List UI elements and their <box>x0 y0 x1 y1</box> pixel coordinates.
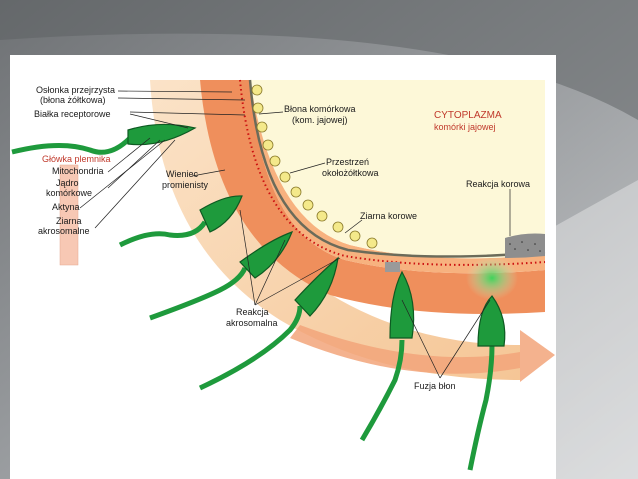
release-dots <box>509 241 541 252</box>
label-aktyna: Aktyna <box>52 202 80 212</box>
label-blona-1: Błona komórkowa <box>284 104 356 114</box>
label-oslonka-2: (błona żółtkowa) <box>40 95 106 105</box>
label-cytoplazma-2: komórki jajowej <box>434 122 496 132</box>
membrane-receptor-dots <box>239 79 546 266</box>
label-wieniec-2: promienisty <box>162 180 209 190</box>
label-ziarna-akro-2: akrosomalne <box>38 226 90 236</box>
label-reakcja-akro-1: Reakcja <box>236 307 269 317</box>
sperm-head-legend-box <box>59 164 79 266</box>
egg-membrane <box>248 79 546 258</box>
granule-release-1 <box>385 262 400 272</box>
label-jadro-2: komórkowe <box>46 188 92 198</box>
label-blona-2: (kom. jajowej) <box>292 115 348 125</box>
granule-release-2 <box>505 233 545 258</box>
cortical-reaction-glow <box>466 256 518 300</box>
label-oslonka-1: Osłonka przejrzysta <box>36 85 115 95</box>
label-jadro-1: Jądro <box>56 178 79 188</box>
sperm-cells <box>11 123 506 471</box>
label-fuzja: Fuzja błon <box>414 381 456 391</box>
label-mitochondria: Mitochondria <box>52 166 104 176</box>
label-reakcja-korowa: Reakcja korowa <box>466 179 530 189</box>
corona-band <box>150 80 520 380</box>
label-ziarna-akro-1: Ziarna <box>56 216 82 226</box>
label-glowka: Główka plemnika <box>42 154 111 164</box>
label-reakcja-akro-2: akrosomalna <box>226 318 278 328</box>
label-wieniec-1: Wieniec <box>166 169 199 179</box>
label-bialka: Białka receptorowe <box>34 109 111 119</box>
label-ziarna-korowe: Ziarna korowe <box>360 211 417 221</box>
label-cytoplazma-1: CYTOPLAZMA <box>434 110 502 121</box>
slide-shade <box>0 0 638 120</box>
label-przestrzen-2: okołożółtkowa <box>322 168 379 178</box>
cortical-granules <box>251 84 378 249</box>
zona-pellucida <box>200 80 545 314</box>
label-przestrzen-1: Przestrzeń <box>326 157 369 167</box>
leader-lines <box>79 90 511 379</box>
